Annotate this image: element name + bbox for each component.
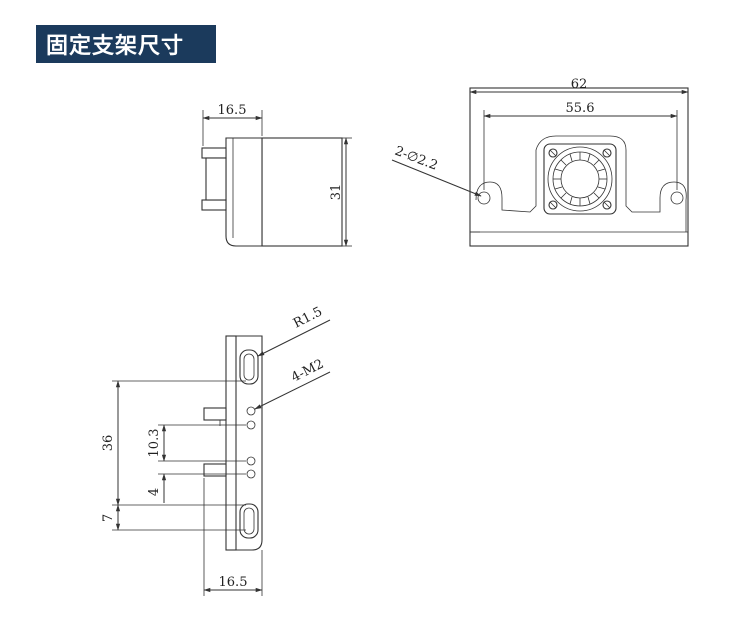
section-title: 固定支架尺寸 (36, 25, 216, 63)
bottom-view-width-dim: 16.5 (219, 575, 248, 590)
front-view-bracket-profile (470, 135, 687, 233)
bottom-view-radius-leader (257, 319, 331, 357)
front-view-fan-screw-bl (548, 200, 558, 210)
bottom-view-slot-bottom (239, 503, 259, 539)
front-view-outer-width-dim: 62 (571, 77, 588, 92)
bottom-view: R1.5 4-M2 36 10.3 4 7 16.5 (101, 304, 331, 596)
front-view-fan-ring-outer (547, 146, 613, 212)
bottom-view-radius-callout: R1.5 (291, 304, 325, 331)
side-view-screw-top (201, 147, 227, 159)
front-view-mount-hole-left (477, 191, 491, 205)
front-view-fan-screw-br (602, 200, 612, 210)
bottom-view-screw-lower (203, 463, 227, 477)
front-view-fan-screw-tr (602, 148, 612, 158)
bottom-view-hole-4 (246, 469, 256, 479)
bottom-view-height-dim: 36 (101, 435, 116, 452)
bottom-view-hole-1 (246, 406, 256, 416)
bottom-view-slot-top-inner (243, 353, 255, 381)
bottom-view-plate-edge (225, 335, 237, 551)
front-view-fan-blades (553, 152, 607, 206)
side-view-bracket-plate (225, 137, 263, 247)
side-view-height-dim: 31 (329, 184, 344, 201)
bottom-view-slot-top (239, 349, 259, 385)
side-view-width-dim: 16.5 (218, 103, 247, 118)
bottom-view-hole-2 (246, 420, 256, 430)
front-view: 62 55.6 2-∅2.2 (391, 77, 689, 247)
front-view-hole-spacing-dim: 55.6 (566, 101, 595, 116)
bottom-view-offset-dim: 4 (147, 488, 162, 496)
bottom-view-hole-3 (246, 456, 256, 466)
side-view-fan-body (261, 137, 343, 247)
bottom-view-thread-callout: 4-M2 (289, 357, 326, 386)
front-view-mount-hole-right (670, 191, 684, 205)
front-view-hole-leader (391, 159, 482, 197)
section-title-text: 固定支架尺寸 (46, 34, 185, 59)
bottom-view-screw-upper (203, 407, 227, 421)
side-view: 16.5 31 (201, 103, 352, 247)
side-view-screw-block (205, 157, 227, 201)
bottom-view-thread-leader (254, 371, 331, 410)
front-view-fan-screw-tl (548, 148, 558, 158)
side-view-screw-bottom (201, 199, 227, 211)
bottom-view-slot-bottom-inner (243, 507, 255, 535)
bottom-view-slot-offset-dim: 7 (101, 514, 116, 522)
bottom-view-hole-spacing-dim: 10.3 (147, 429, 162, 458)
